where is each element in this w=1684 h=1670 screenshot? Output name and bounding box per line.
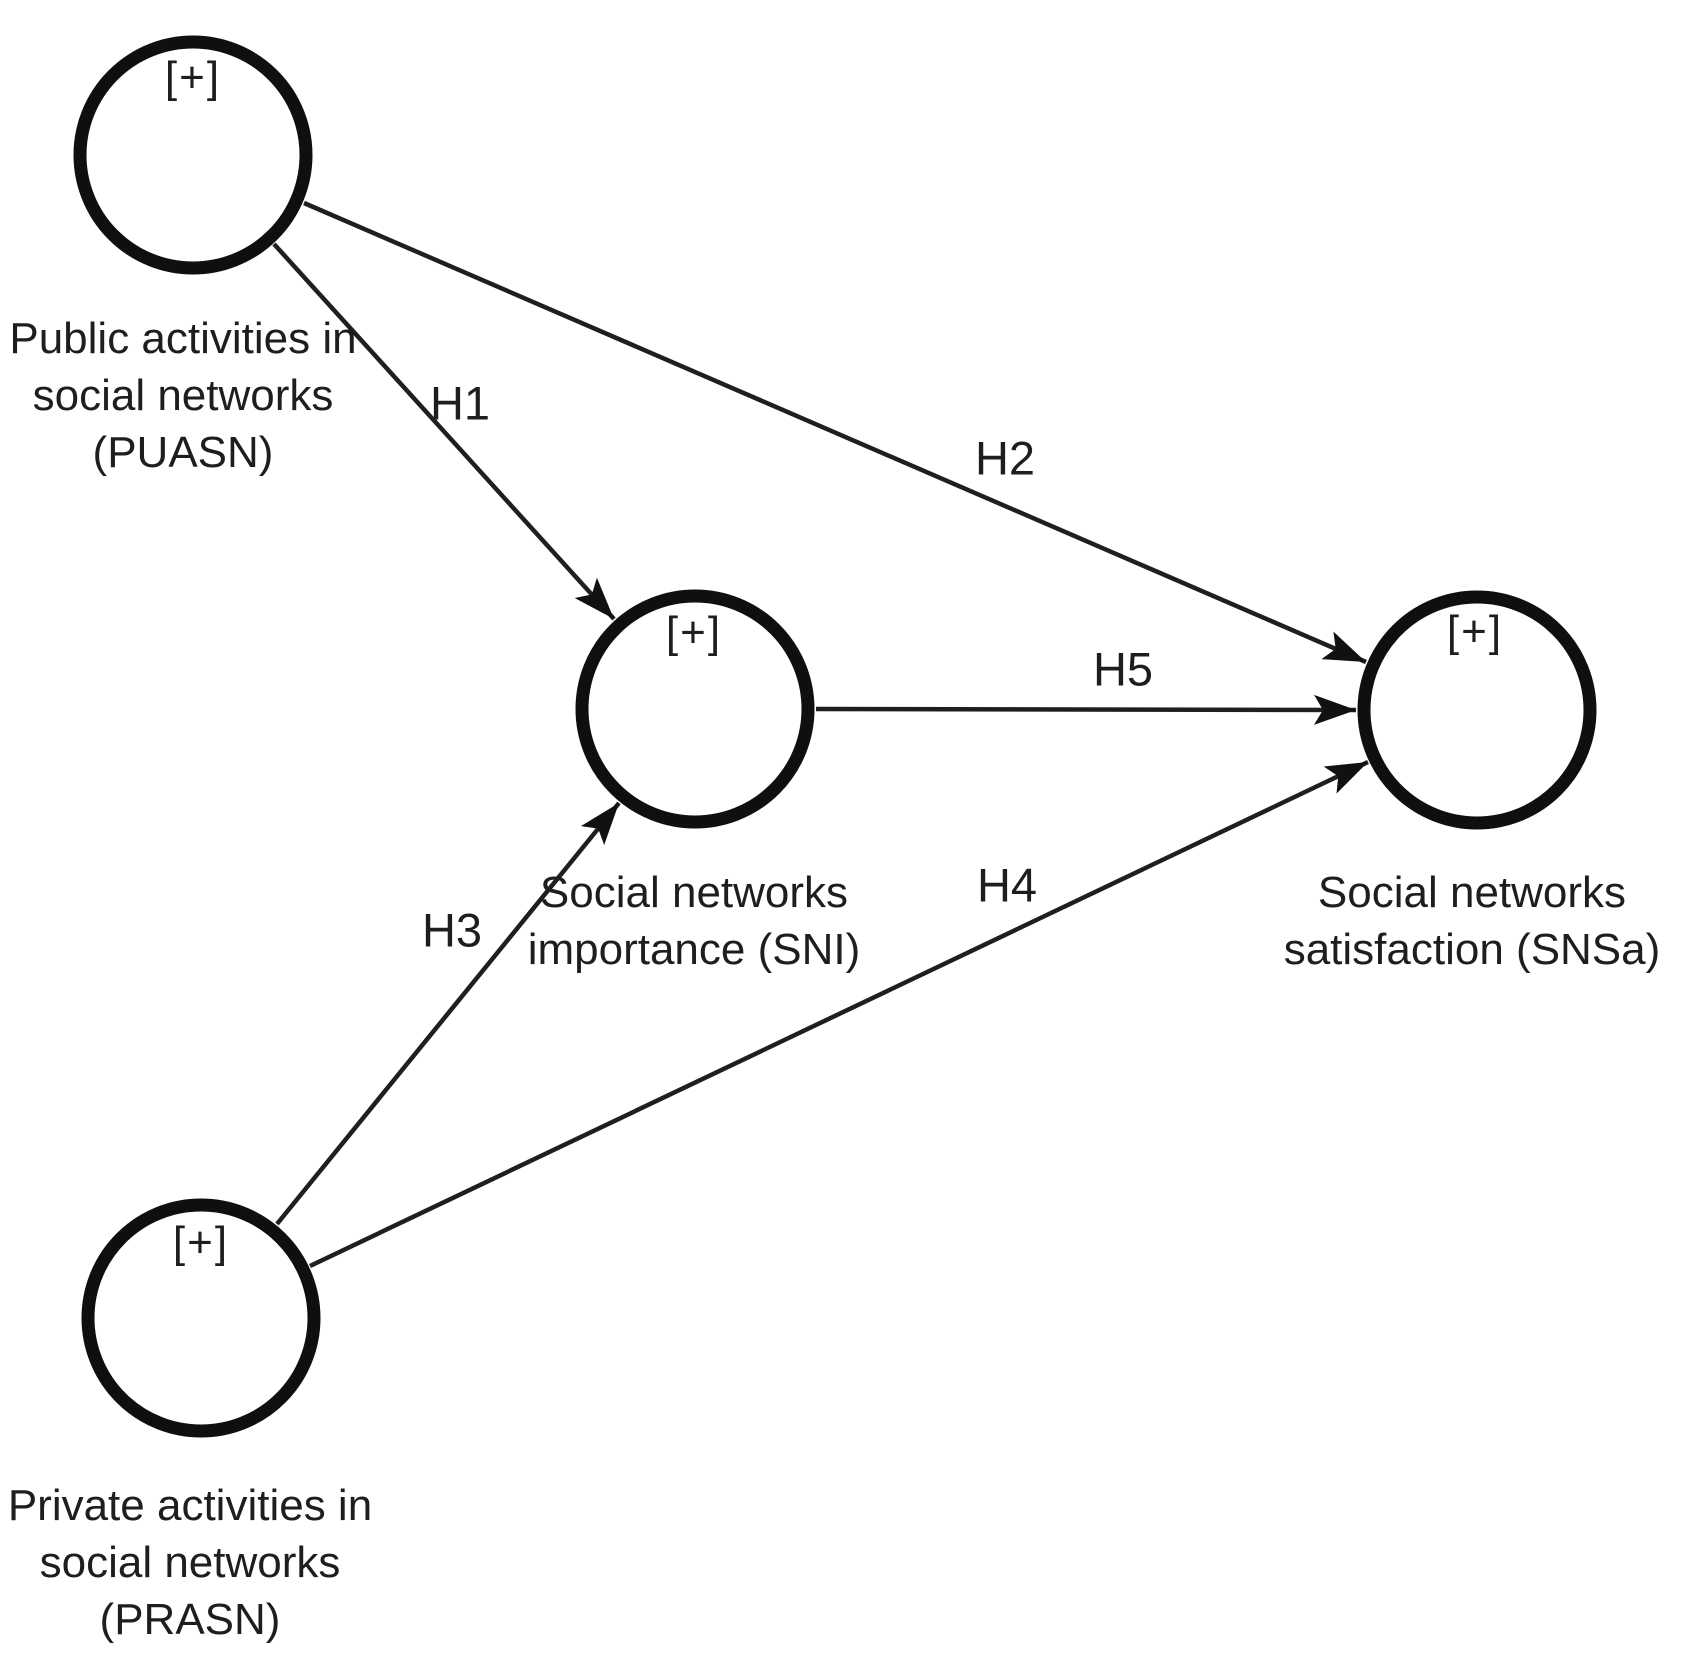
node-sni-label: Social networks importance (SNI) <box>464 864 924 978</box>
node-prasn-label-line: (PRASN) <box>99 1595 281 1644</box>
node-puasn-label-line: Public activities in <box>9 314 357 363</box>
node-puasn-label-line: (PUASN) <box>92 428 274 477</box>
edge-h3-arrow <box>275 801 621 1226</box>
node-snsa-label: Social networks satisfaction (SNSa) <box>1242 864 1684 978</box>
edge-h2-arrow <box>303 200 1367 665</box>
edge-h1-arrow <box>272 242 616 621</box>
edge-h4-arrow <box>309 759 1369 1269</box>
node-snsa-sign: [+] <box>1446 607 1504 656</box>
edge-h4-label: H4 <box>976 858 1038 912</box>
node-prasn-label-line: social networks <box>39 1538 341 1587</box>
node-prasn-sign: [+] <box>172 1218 230 1267</box>
edge-h5-label: H5 <box>1092 642 1154 696</box>
edge-h1-label: H1 <box>429 376 491 430</box>
node-sni-sign: [+] <box>665 608 723 657</box>
edge-h2-label: H2 <box>974 431 1036 485</box>
node-snsa-label-line: Social networks <box>1317 868 1627 917</box>
node-snsa-label-line: satisfaction (SNSa) <box>1283 925 1661 974</box>
node-puasn-label: Public activities in social networks (PU… <box>0 310 413 481</box>
node-prasn-label: Private activities in social networks (P… <box>0 1477 420 1648</box>
node-puasn-sign: [+] <box>164 53 222 102</box>
node-puasn-label-line: social networks <box>32 371 334 420</box>
node-prasn-label-line: Private activities in <box>7 1481 373 1530</box>
node-prasn-circle <box>81 1198 321 1438</box>
node-sni-circle <box>575 589 815 829</box>
node-puasn-circle <box>73 35 313 275</box>
node-sni-label-line: Social networks <box>539 868 849 917</box>
edge-h3-label: H3 <box>421 903 483 957</box>
node-snsa-circle <box>1357 590 1597 830</box>
node-sni-label-line: importance (SNI) <box>527 925 861 974</box>
edge-h5-arrow <box>815 694 1357 725</box>
